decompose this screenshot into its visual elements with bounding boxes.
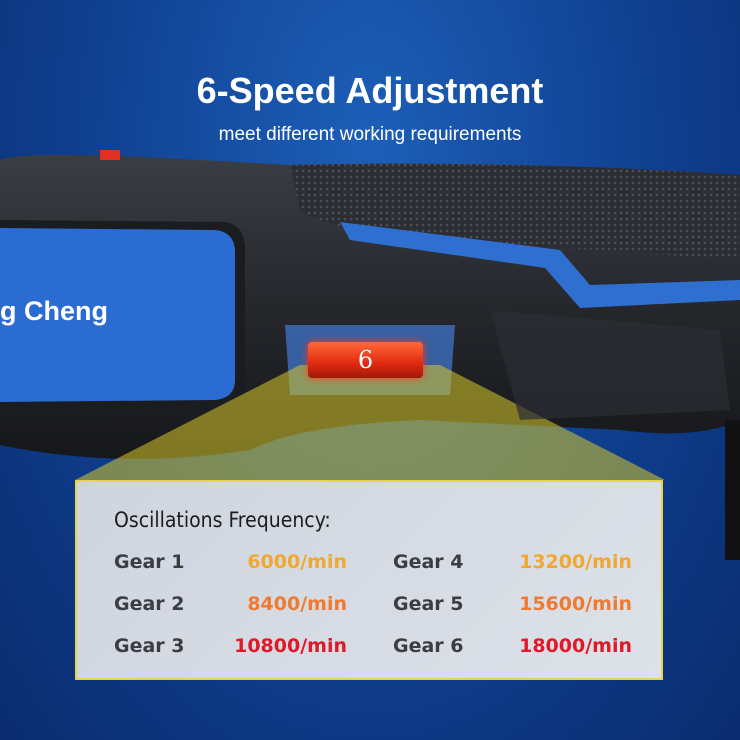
frequency-panel: Oscillations Frequency: Gear 1 6000/min … [75,480,663,680]
gear-label: Gear 2 [114,593,185,615]
gear-value: 10800/min [234,635,347,657]
gear-value: 13200/min [519,551,632,573]
gear-value: 8400/min [247,593,347,615]
brand-logo-text: g Cheng [0,296,108,326]
gear-label: Gear 3 [114,635,185,657]
gear-label: Gear 6 [393,635,464,657]
gear-label: Gear 1 [114,551,185,573]
speed-dial: 6 [308,342,423,378]
gear-value: 6000/min [247,551,347,573]
speed-dial-value: 6 [357,346,374,374]
frequency-title: Oscillations Frequency: [114,508,331,532]
gear-label: Gear 4 [393,551,464,573]
page-subtitle: meet different working requirements [218,124,522,145]
gear-label: Gear 5 [393,593,464,615]
gear-value: 18000/min [519,635,632,657]
page-title: 6-Speed Adjustment [196,70,544,111]
gear-value: 15600/min [519,593,632,615]
